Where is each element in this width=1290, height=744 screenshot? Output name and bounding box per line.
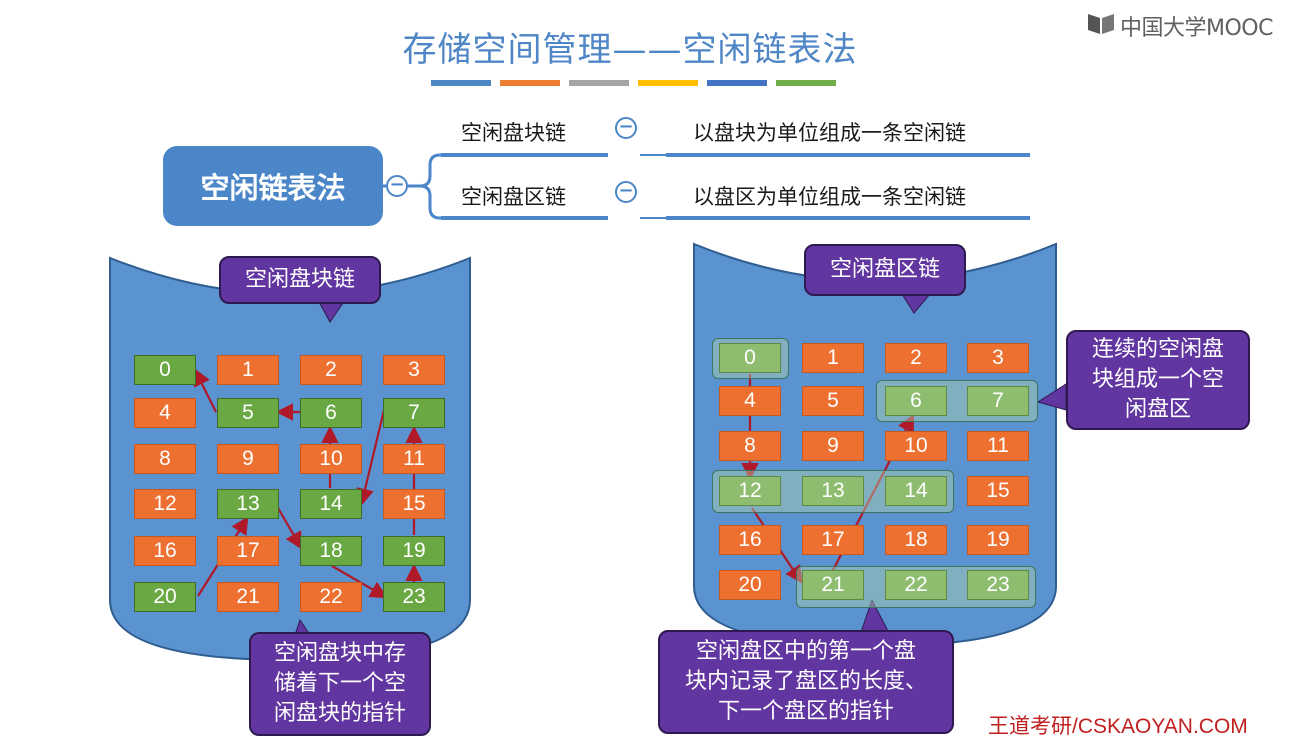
left-block-5: 5 (217, 398, 279, 428)
right-block-18: 18 (885, 525, 947, 555)
branch-description: 以盘区为单位组成一条空闲链 (693, 185, 966, 209)
left-block-9: 9 (217, 444, 279, 474)
right-block-4: 4 (719, 386, 781, 416)
left-block-10: 10 (300, 444, 362, 474)
note-line: 闲盘区 (1124, 397, 1191, 422)
right-block-23: 23 (967, 570, 1029, 600)
right-block-9: 9 (802, 431, 864, 461)
right-block-11: 11 (967, 431, 1029, 461)
title-color-bar (638, 80, 698, 86)
left-block-22: 22 (300, 582, 362, 612)
note-line: 块内记录了盘区的长度、 (684, 669, 927, 694)
note-line: 空闲盘块中存 (273, 641, 406, 666)
left-block-6: 6 (300, 398, 362, 428)
footer-watermark: 王道考研/CSKAOYAN.COM (988, 715, 1248, 738)
note-line: 块组成一个空 (1091, 367, 1224, 392)
left-block-23: 23 (383, 582, 445, 612)
right-block-6: 6 (885, 386, 947, 416)
branch-description: 以盘块为单位组成一条空闲链 (693, 121, 966, 145)
right-block-1: 1 (802, 343, 864, 373)
right-block-17: 17 (802, 525, 864, 555)
collapse-icon[interactable]: − (615, 181, 637, 203)
right-block-19: 19 (967, 525, 1029, 555)
right-block-20: 20 (719, 570, 781, 600)
collapse-icon[interactable]: − (386, 175, 408, 197)
left-block-11: 11 (383, 444, 445, 474)
branch-underline (666, 153, 1030, 157)
collapse-icon[interactable]: − (615, 117, 637, 139)
right-block-12: 12 (719, 476, 781, 506)
left-block-8: 8 (134, 444, 196, 474)
right-block-5: 5 (802, 386, 864, 416)
root-node: 空闲链表法 (163, 146, 383, 226)
right-block-21: 21 (802, 570, 864, 600)
right-block-7: 7 (967, 386, 1029, 416)
right-block-14: 14 (885, 476, 947, 506)
right-disk-label: 空闲盘区链 (804, 244, 966, 296)
branch-label: 空闲盘区链 (461, 185, 566, 209)
right-block-15: 15 (967, 476, 1029, 506)
branch-underline (666, 216, 1030, 220)
region-note: 连续的空闲盘 块组成一个空 闲盘区 (1066, 330, 1250, 430)
left-block-15: 15 (383, 489, 445, 519)
right-block-13: 13 (802, 476, 864, 506)
left-block-20: 20 (134, 582, 196, 612)
left-block-0: 0 (134, 355, 196, 385)
mooc-logo-icon (1088, 14, 1114, 34)
right-block-8: 8 (719, 431, 781, 461)
right-block-16: 16 (719, 525, 781, 555)
right-block-3: 3 (967, 343, 1029, 373)
left-disk-label: 空闲盘块链 (219, 256, 381, 304)
branch-label: 空闲盘块链 (461, 121, 566, 145)
left-block-3: 3 (383, 355, 445, 385)
right-block-10: 10 (885, 431, 947, 461)
left-block-2: 2 (300, 355, 362, 385)
note-line: 下一个盘区的指针 (717, 699, 894, 724)
title-color-bar (500, 80, 560, 86)
region-pointer-note: 空闲盘区中的第一个盘 块内记录了盘区的长度、 下一个盘区的指针 (658, 630, 954, 734)
page-title: 存储空间管理——空闲链表法 (402, 30, 858, 70)
left-block-21: 21 (217, 582, 279, 612)
left-block-16: 16 (134, 536, 196, 566)
left-block-14: 14 (300, 489, 362, 519)
left-block-19: 19 (383, 536, 445, 566)
mindmap-connectors (383, 153, 666, 220)
right-block-22: 22 (885, 570, 947, 600)
right-block-0: 0 (719, 343, 781, 373)
note-line: 空闲盘区中的第一个盘 (695, 639, 916, 664)
title-color-bar (431, 80, 491, 86)
title-color-bar (569, 80, 629, 86)
left-block-13: 13 (217, 489, 279, 519)
note-line: 闲盘块的指针 (273, 701, 406, 726)
left-disk-note: 空闲盘块中存 储着下一个空 闲盘块的指针 (249, 632, 431, 736)
left-block-4: 4 (134, 398, 196, 428)
title-color-bar (776, 80, 836, 86)
left-block-17: 17 (217, 536, 279, 566)
left-block-1: 1 (217, 355, 279, 385)
logo-text: 中国大学MOOC (1120, 16, 1273, 41)
right-block-2: 2 (885, 343, 947, 373)
title-color-bar (707, 80, 767, 86)
branch-underline (441, 216, 608, 220)
note-line: 连续的空闲盘 (1091, 337, 1224, 362)
left-block-7: 7 (383, 398, 445, 428)
left-block-12: 12 (134, 489, 196, 519)
note-line: 储着下一个空 (273, 671, 406, 696)
branch-underline (441, 153, 608, 157)
left-block-18: 18 (300, 536, 362, 566)
